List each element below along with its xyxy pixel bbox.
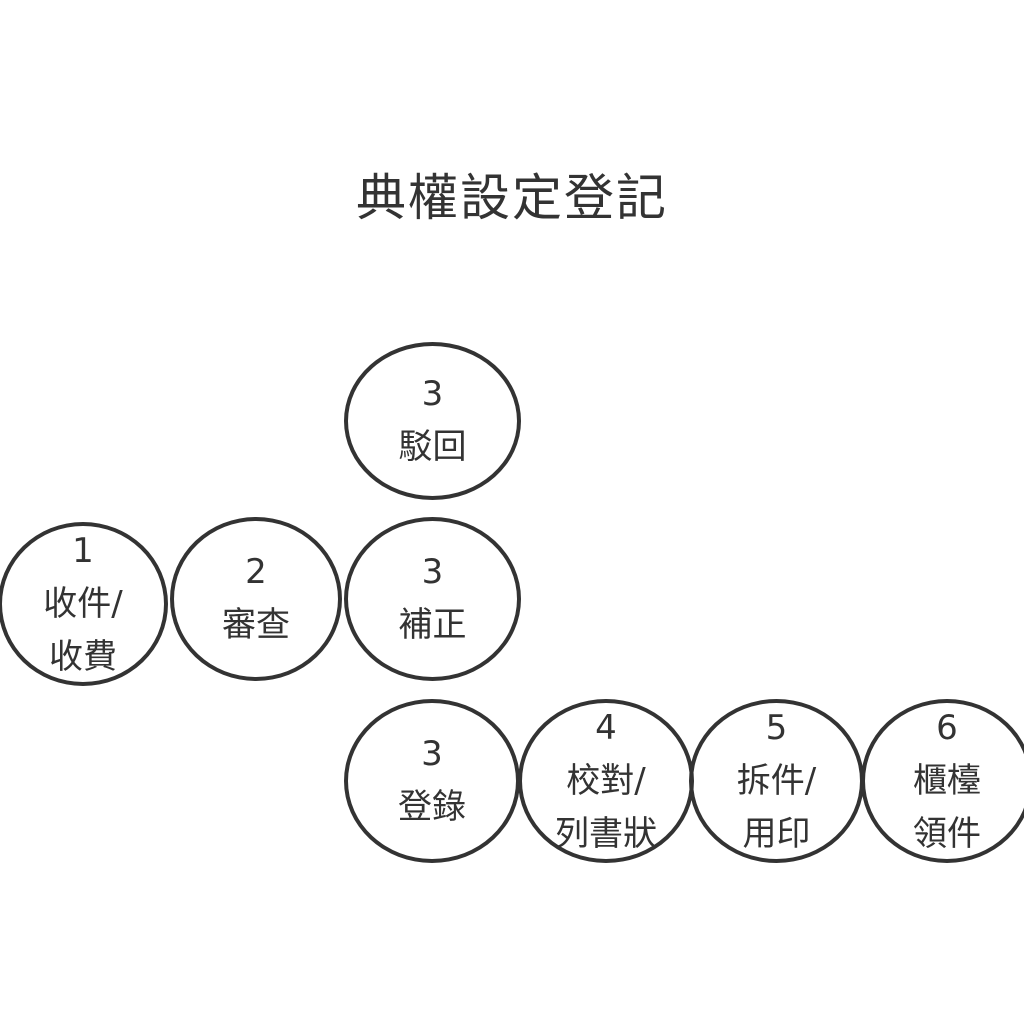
node-review: 2 審查 <box>170 517 342 681</box>
step-number: 6 <box>936 707 958 748</box>
node-label-line: 校對/ <box>566 760 646 801</box>
step-number: 3 <box>421 734 443 774</box>
node-label-line: 駁回 <box>398 427 467 467</box>
node-registration: 3 登錄 <box>344 699 520 863</box>
step-number: 3 <box>421 552 444 592</box>
node-counter-pickup: 6 櫃檯 領件 <box>861 699 1024 863</box>
node-label-line: 拆件/ <box>736 760 817 801</box>
node-receive-collect-fee: 1 收件/ 收費 <box>0 522 168 686</box>
node-label-line: 領件 <box>913 813 981 854</box>
step-number: 3 <box>421 374 444 414</box>
node-proofread-certificate: 4 校對/ 列書狀 <box>518 699 694 863</box>
step-number: 2 <box>245 552 267 592</box>
node-label-line: 收費 <box>49 636 117 677</box>
node-label-line: 列書狀 <box>555 813 657 854</box>
node-split-seal: 5 拆件/ 用印 <box>689 699 864 863</box>
node-label-line: 登錄 <box>398 787 466 827</box>
node-label-line: 審查 <box>222 605 290 645</box>
step-number: 5 <box>765 707 788 748</box>
step-number: 1 <box>72 530 94 571</box>
diagram-title: 典權設定登記 <box>356 169 668 227</box>
node-label-line: 櫃檯 <box>913 760 981 801</box>
step-number: 4 <box>595 707 617 748</box>
node-rejection: 3 駁回 <box>344 342 521 500</box>
node-correction: 3 補正 <box>344 517 521 681</box>
node-label-line: 收件/ <box>43 583 123 624</box>
node-label-line: 補正 <box>398 605 467 645</box>
node-label-line: 用印 <box>742 813 811 854</box>
